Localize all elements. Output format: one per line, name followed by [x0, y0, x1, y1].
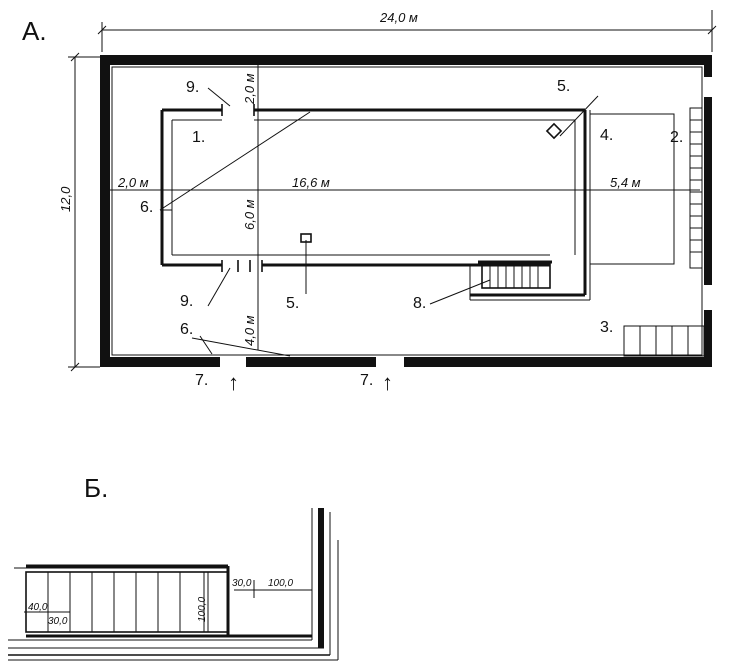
plan-a: А. [22, 10, 717, 395]
detail-wall-vertical [318, 508, 324, 648]
dim-40: 40,0 [28, 602, 48, 613]
dim-bottom-gap: 4,0 м [242, 315, 257, 346]
marker-8: 8. [413, 295, 426, 312]
marker-1: 1. [192, 129, 205, 146]
marker-9-bottom: 9. [180, 293, 193, 310]
dim-pool-length: 16,6 м [292, 175, 330, 190]
detail-b: Б. 40,0 30 [8, 473, 339, 661]
marker-5-top: 5. [557, 78, 570, 95]
marker-9-top: 9. [186, 79, 199, 96]
lockers-right [689, 107, 703, 269]
arrow-up-icon-right: ↑ [382, 370, 393, 395]
bottom-wall-left [100, 357, 220, 367]
dim-left-gap: 2,0 м [117, 175, 149, 190]
detail-b-label: Б. [84, 473, 108, 503]
bench-bottom-right [623, 325, 705, 357]
marker-3: 3. [600, 319, 613, 336]
marker-6-left: 6. [140, 199, 153, 216]
marker-2: 2. [670, 129, 683, 146]
dim-top-gap: 2,0 м [242, 73, 257, 105]
marker-6-bottom: 6. [180, 321, 193, 338]
right-wall-middle [704, 97, 712, 285]
bottom-wall-middle [246, 357, 376, 367]
right-wall-top [704, 55, 712, 77]
device-top [545, 122, 563, 140]
marker-5-bottom: 5. [286, 295, 299, 312]
marker-7-left: 7. [195, 372, 208, 389]
pool [160, 108, 591, 301]
dim-100-right: 100,0 [268, 578, 293, 589]
pool-stairs [478, 260, 552, 289]
marker-7-right: 7. [360, 372, 373, 389]
left-wall [100, 55, 110, 367]
pool-openings [221, 104, 263, 272]
detail-stairs [25, 566, 312, 638]
arrow-up-icon-left: ↑ [228, 370, 239, 395]
plan-a-label: А. [22, 16, 47, 46]
dim-total-length: 24,0 м [379, 10, 418, 25]
dim-right-gap: 5,4 м [610, 175, 641, 190]
marker-4: 4. [600, 127, 613, 144]
dim-30-right: 30,0 [232, 578, 252, 589]
bottom-wall-right [404, 357, 712, 367]
dim-pool-width: 6,0 м [242, 199, 257, 230]
leader-lines [160, 87, 599, 355]
area-4 [589, 113, 675, 265]
device-bottom [300, 233, 312, 243]
right-wall-bottom [704, 310, 712, 367]
dim-30: 30,0 [48, 616, 68, 627]
dim-total-width: 12,0 [58, 186, 73, 212]
top-wall [100, 55, 712, 65]
dimension-lines [68, 10, 717, 372]
dim-100-vertical: 100,0 [197, 597, 208, 622]
